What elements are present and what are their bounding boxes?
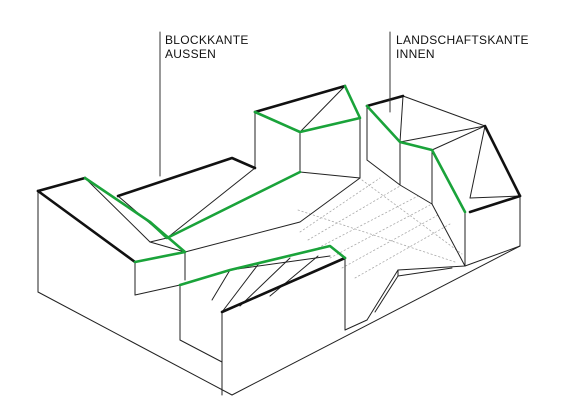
landscape-edge-left-inner <box>148 170 302 240</box>
tower <box>254 85 361 179</box>
right-wing-roof-fold-1 <box>399 95 404 143</box>
label-block-edge-line-2: AUSSEN <box>165 47 217 61</box>
block-edge-front <box>220 256 347 314</box>
block-edges <box>36 84 522 314</box>
front-block-roof-fold-5 <box>269 255 319 297</box>
label-landscape-edge-line-2: INNEN <box>396 47 435 61</box>
front-block-roof-fold-3 <box>221 261 261 313</box>
right-wing-roof-fold-4 <box>431 125 486 151</box>
left-wing-roof-fold-6 <box>166 167 256 239</box>
landscape-edge-tower <box>253 84 362 134</box>
label-block-edge-line-1: BLOCKKANTE <box>165 33 249 47</box>
front-block-base-left <box>179 339 223 363</box>
block-edge-tower-top <box>253 84 347 114</box>
right-wing-inner-slope <box>366 159 466 267</box>
left-wing-roof-fold-1 <box>84 177 151 243</box>
tower-roof-fold-3 <box>299 171 361 179</box>
leader-lines <box>159 31 391 177</box>
right-wing-base <box>464 245 521 267</box>
block-edge-right-side <box>483 124 522 198</box>
landscape-edge-front <box>178 244 347 287</box>
block-edge-right-front <box>468 194 522 214</box>
front-block <box>179 255 346 396</box>
label-landscape-edge-inner: LANDSCHAFTSKANTE INNEN <box>396 33 529 61</box>
right-wing-roof-fold-2 <box>402 95 486 127</box>
right-wing-roof-fold-7 <box>469 195 521 199</box>
block-edge-right-top <box>365 94 405 108</box>
base-outline <box>37 190 521 396</box>
landscape-edges <box>83 84 467 287</box>
front-block-roof-fold-1 <box>229 255 331 271</box>
base-right-edge <box>231 245 521 396</box>
left-wing-roof-fold-2 <box>149 241 186 253</box>
landscape-edge-right-wing <box>365 104 467 214</box>
left-wing-inner-wall <box>184 177 361 253</box>
label-block-edge-outer: BLOCKKANTE AUSSEN <box>165 33 249 61</box>
label-landscape-edge-line-1: LANDSCHAFTSKANTE <box>396 33 529 47</box>
courtyard-ramp <box>366 265 466 321</box>
left-wing-roof-fold-3 <box>149 237 168 243</box>
courtyard-ground <box>297 177 463 279</box>
block-edge-left-gable-fold <box>36 189 137 264</box>
front-block-roof-fold-4 <box>239 257 291 307</box>
right-wing <box>366 95 521 267</box>
block-edge-left-back <box>116 156 257 198</box>
tower-roof-fold-2 <box>299 85 346 133</box>
right-wing-roof-fold-5 <box>469 125 486 199</box>
base-inner-edge <box>344 319 368 331</box>
block-edge-left-gable <box>36 176 87 193</box>
right-wing-roof-fold-3 <box>399 125 486 143</box>
front-block-roof-fold-2 <box>211 269 231 301</box>
left-wing-return <box>134 284 181 296</box>
